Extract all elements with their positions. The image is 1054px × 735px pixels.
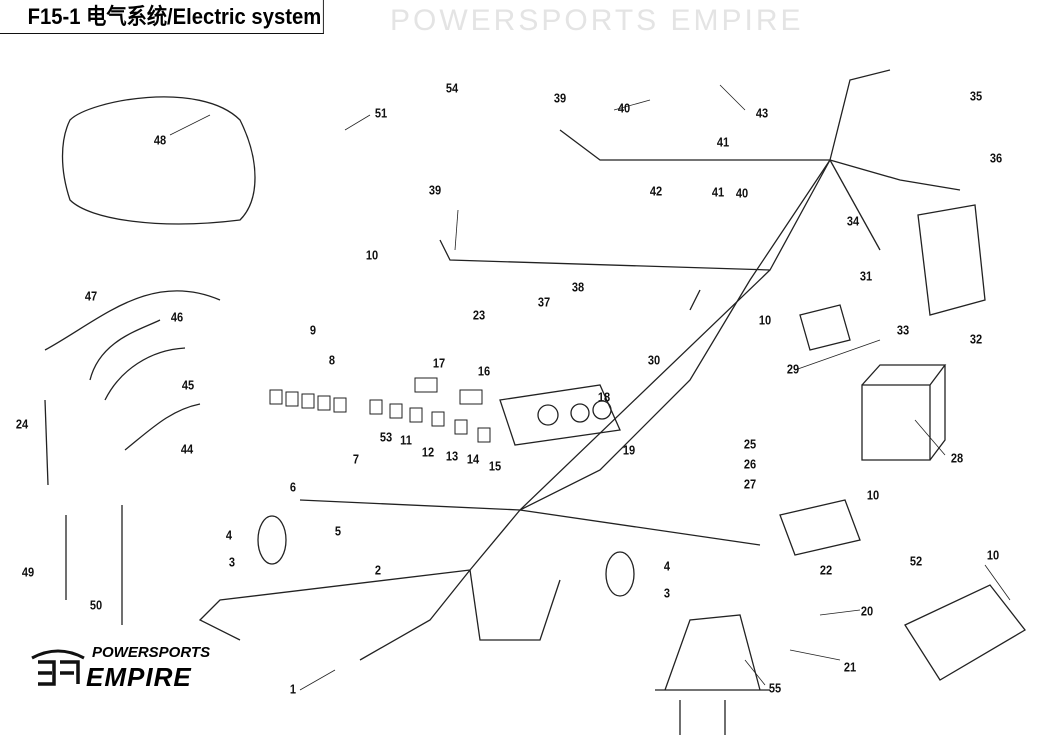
part-label: 54 bbox=[445, 80, 459, 96]
part-label: 6 bbox=[289, 479, 297, 495]
part-label: 32 bbox=[969, 331, 983, 347]
part-label: 15 bbox=[488, 458, 502, 474]
part-label: 12 bbox=[421, 444, 435, 460]
page-title: F15-1 电气系统/Electric system bbox=[0, 0, 324, 34]
part-label: 2 bbox=[374, 562, 382, 578]
part-label: 50 bbox=[89, 597, 103, 613]
part-label: 48 bbox=[153, 132, 167, 148]
part-label: 46 bbox=[170, 309, 184, 325]
part-label: 30 bbox=[647, 352, 661, 368]
part-label: 44 bbox=[180, 441, 194, 457]
part-label: 24 bbox=[15, 416, 29, 432]
logo-line1: POWERSPORTS bbox=[92, 644, 211, 661]
part-label: 3 bbox=[228, 554, 236, 570]
main-harness bbox=[359, 159, 831, 661]
part-label: 1 bbox=[289, 681, 297, 697]
part-label: 28 bbox=[950, 450, 964, 466]
part-label: 11 bbox=[400, 432, 412, 448]
part-label: 37 bbox=[537, 294, 551, 310]
part-label: 4 bbox=[225, 527, 233, 543]
part-label: 23 bbox=[472, 307, 486, 323]
part-label: 31 bbox=[859, 268, 873, 284]
part-label: 41 bbox=[716, 134, 730, 150]
brand-logo: POWERSPORTS EMPIRE bbox=[28, 644, 218, 694]
part-label: 19 bbox=[622, 442, 636, 458]
part-label: 9 bbox=[309, 322, 317, 338]
part-label: 21 bbox=[843, 659, 857, 675]
part-label: 52 bbox=[909, 553, 923, 569]
part-label: 39 bbox=[428, 182, 442, 198]
part-label: 4 bbox=[663, 558, 671, 574]
part-label: 53 bbox=[379, 429, 393, 445]
part-label: 36 bbox=[989, 150, 1003, 166]
part-label: 43 bbox=[755, 105, 769, 121]
part-label: 17 bbox=[432, 355, 446, 371]
part-label: 16 bbox=[477, 363, 491, 379]
part-label: 8 bbox=[328, 352, 336, 368]
part-label: 40 bbox=[735, 185, 749, 201]
watermark: POWERSPORTS EMPIRE bbox=[390, 4, 804, 37]
part-label: 51 bbox=[374, 105, 388, 121]
part-label: 26 bbox=[743, 456, 757, 472]
part-label: 5 bbox=[334, 523, 342, 539]
logo-emblem-icon bbox=[31, 649, 85, 686]
part-label: 10 bbox=[365, 247, 379, 263]
part-label: 33 bbox=[896, 322, 910, 338]
part-label: 7 bbox=[352, 451, 360, 467]
part-label: 3 bbox=[663, 585, 671, 601]
logo-line2: EMPIRE bbox=[86, 662, 192, 692]
part-label: 20 bbox=[860, 603, 874, 619]
part-label: 45 bbox=[181, 377, 195, 393]
part-label: 10 bbox=[758, 312, 772, 328]
part-label: 49 bbox=[21, 564, 35, 580]
part-label: 10 bbox=[986, 547, 1000, 563]
part-label: 35 bbox=[969, 88, 983, 104]
part-label: 34 bbox=[846, 213, 860, 229]
part-label: 13 bbox=[445, 448, 459, 464]
part-label: 27 bbox=[743, 476, 757, 492]
part-label: 55 bbox=[768, 680, 782, 696]
part-label: 42 bbox=[649, 183, 663, 199]
part-label: 10 bbox=[866, 487, 880, 503]
part-label: 41 bbox=[711, 184, 725, 200]
part-label: 47 bbox=[84, 288, 98, 304]
part-label: 18 bbox=[597, 389, 611, 405]
part-label: 39 bbox=[553, 90, 567, 106]
part-label: 38 bbox=[571, 279, 585, 295]
part-label: 25 bbox=[743, 436, 757, 452]
part-label: 14 bbox=[466, 451, 480, 467]
part-label: 29 bbox=[786, 361, 800, 377]
part-label: 40 bbox=[617, 100, 631, 116]
part-label: 22 bbox=[819, 562, 833, 578]
